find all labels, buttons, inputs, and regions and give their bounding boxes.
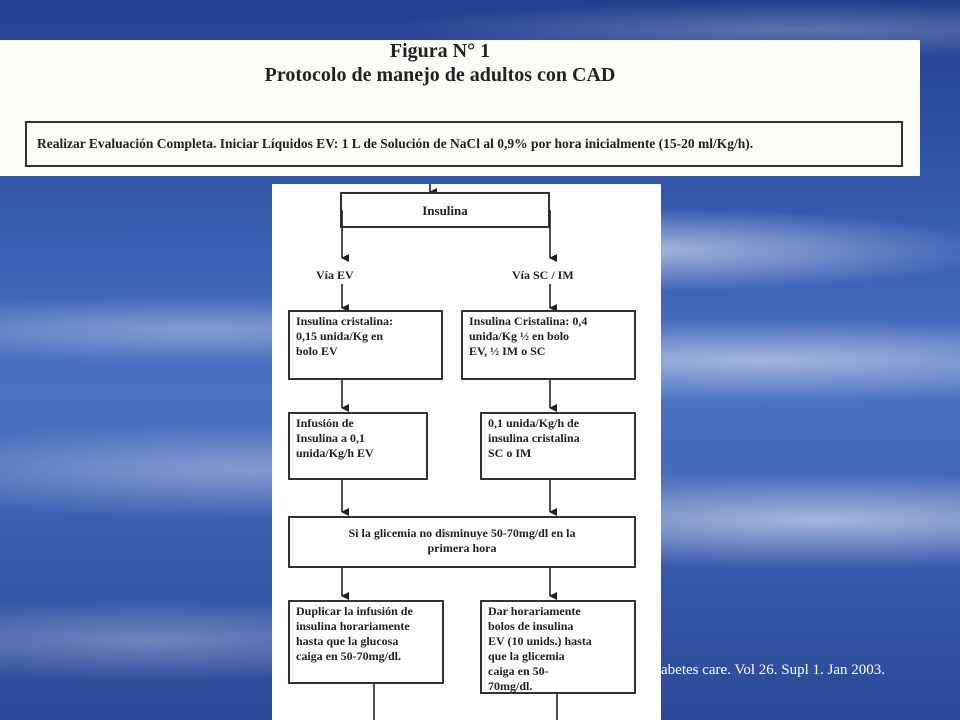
ev-infusion-line-1: Infusión de <box>296 416 354 430</box>
sc-bolus-line-2: unida/Kg ½ en bolo <box>469 329 570 343</box>
sc-hourly-bolus-box: Dar horariamente bolos de insulina EV (1… <box>480 600 636 694</box>
glycemia-check-box: Si la glicemia no disminuye 50-70mg/dl e… <box>288 516 636 568</box>
flowchart-panel: Insulina Vía EV Vía SC / IM Insulina cri… <box>272 184 661 720</box>
sc-hourly-line-6: 70mg/dl. <box>488 679 533 693</box>
sc-hourly-line-1: Dar horariamente <box>488 604 581 618</box>
ev-bolus-line-2: 0,15 unida/Kg en <box>296 329 384 343</box>
sc-bolus-line-3: EV, ½ IM o SC <box>469 344 546 358</box>
sc-hourly-line-3: EV (10 unids.) hasta <box>488 634 592 648</box>
sc-infusion-box: 0,1 unida/Kg/h de insulina cristalina SC… <box>480 412 636 480</box>
insulina-box: Insulina <box>340 192 550 228</box>
figure-subtitle: Protocolo de manejo de adultos con CAD <box>264 64 616 86</box>
sc-hourly-line-4: que la glicemia <box>488 649 565 663</box>
insulina-label: Insulina <box>422 203 468 218</box>
ev-infusion-line-2: Insulina a 0,1 <box>296 431 366 445</box>
ev-double-line-1: Duplicar la infusión de <box>296 604 413 618</box>
check-line-1: Si la glicemia no disminuye 50-70mg/dl e… <box>348 526 576 540</box>
sc-infusion-line-2: insulina cristalina <box>488 431 580 445</box>
ev-double-line-4: caiga en 50-70mg/dl. <box>296 649 401 663</box>
ev-infusion-line-3: unida/Kg/h EV <box>296 446 374 460</box>
sc-bolus-box: Insulina Cristalina: 0,4 unida/Kg ½ en b… <box>461 310 636 380</box>
ev-double-infusion-box: Duplicar la infusión de insulina horaria… <box>288 600 444 684</box>
initial-evaluation-box: Realizar Evaluación Completa. Iniciar Lí… <box>25 121 903 167</box>
ev-bolus-box: Insulina cristalina: 0,15 unida/Kg en bo… <box>288 310 443 380</box>
sc-infusion-line-3: SC o IM <box>488 446 532 460</box>
ev-double-line-2: insulina horariamente <box>296 619 410 633</box>
sc-infusion-line-1: 0,1 unida/Kg/h de <box>488 416 580 430</box>
figure-title: Figura N° 1 <box>389 40 491 62</box>
ev-bolus-line-3: bolo EV <box>296 344 338 358</box>
route-ev-label: Vía EV <box>316 268 354 282</box>
citation-text: abetes care. Vol 26. Supl 1. Jan 2003. <box>661 662 885 678</box>
route-sc-im-label: Vía SC / IM <box>512 268 574 282</box>
sc-hourly-line-2: bolos de insulina <box>488 619 574 633</box>
sc-bolus-line-1: Insulina Cristalina: 0,4 <box>469 314 588 328</box>
ev-infusion-box: Infusión de Insulina a 0,1 unida/Kg/h EV <box>288 412 428 480</box>
ev-double-line-3: hasta que la glucosa <box>296 634 399 648</box>
check-line-2: primera hora <box>427 541 497 555</box>
sc-hourly-line-5: caiga en 50- <box>488 664 549 678</box>
figure-header-panel: Figura N° 1 Protocolo de manejo de adult… <box>0 40 920 176</box>
insulina-branch-lines <box>340 209 551 232</box>
ev-bolus-line-1: Insulina cristalina: <box>296 314 394 328</box>
